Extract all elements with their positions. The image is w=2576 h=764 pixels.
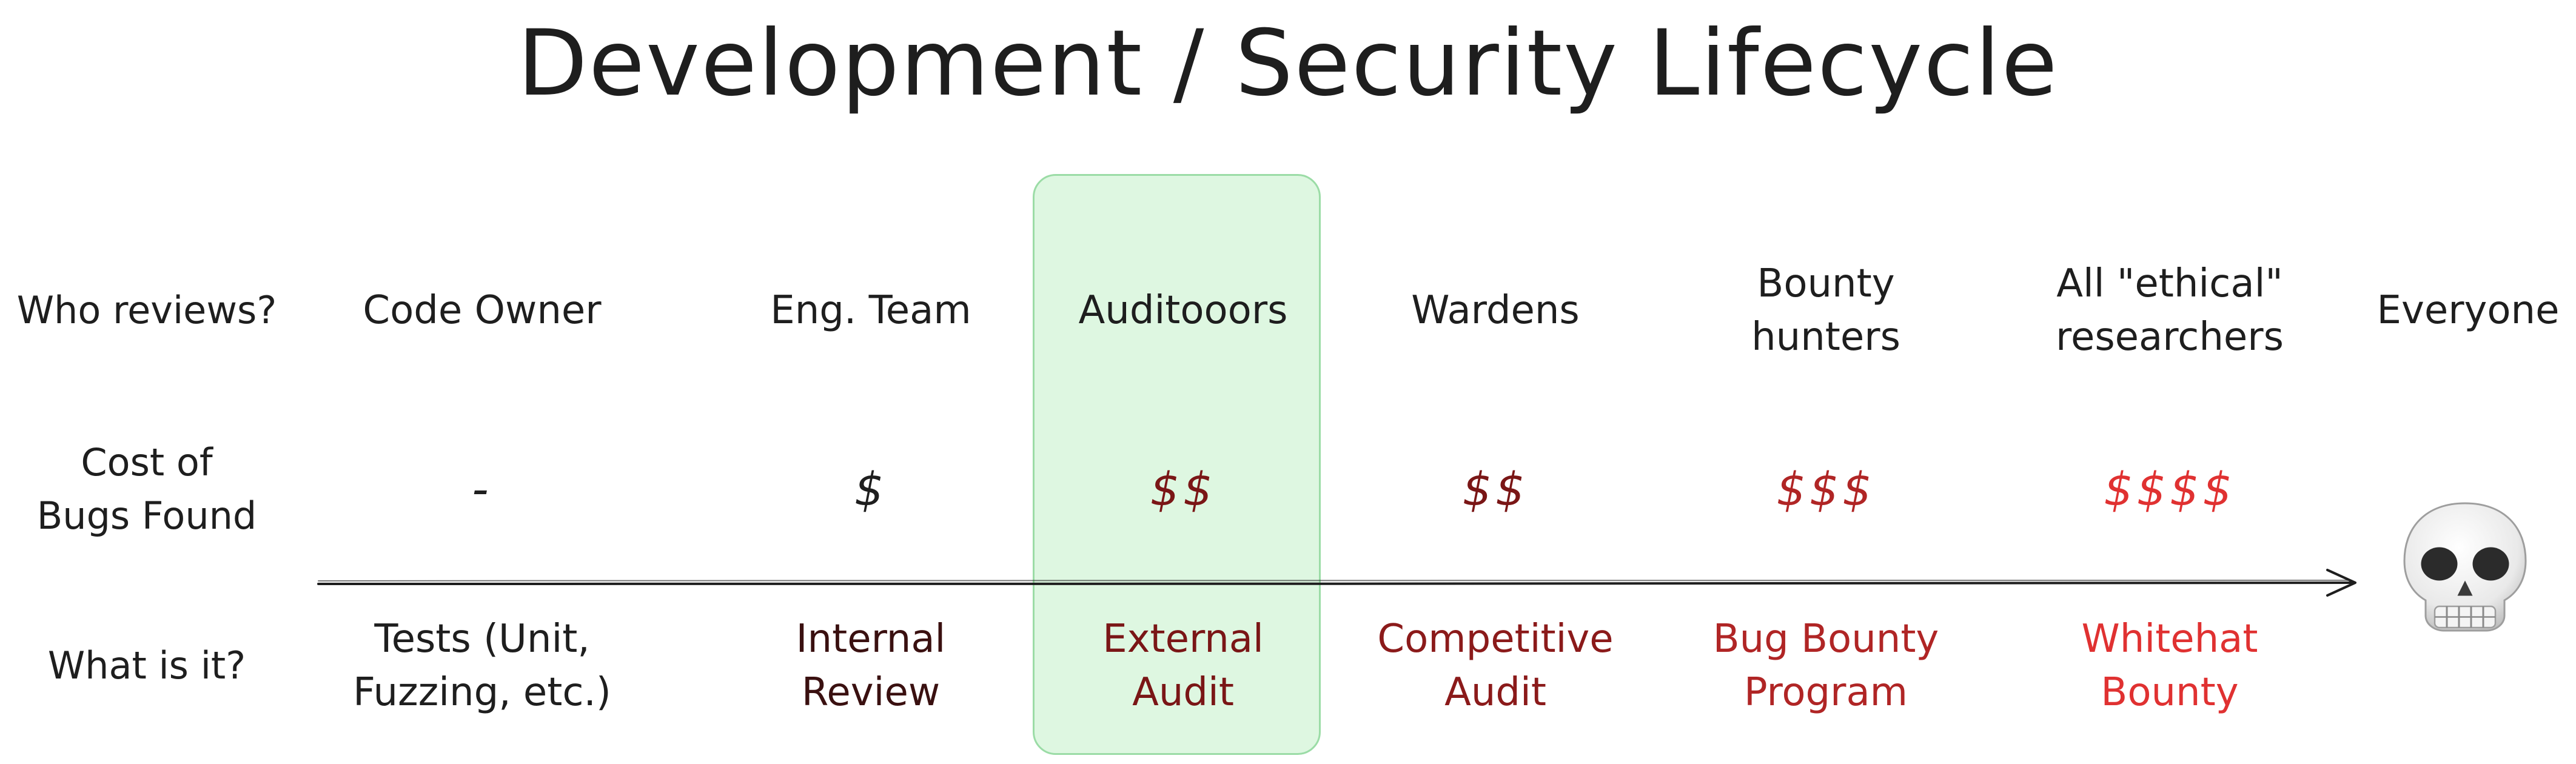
- stage-4-what: Competitive Audit: [1377, 612, 1613, 719]
- stage-5-reviewer-line2: hunters: [1751, 315, 1900, 360]
- stage-3-reviewer: Auditooors: [1078, 288, 1288, 333]
- stage-5-what: Bug Bounty Program: [1713, 612, 1939, 719]
- stage-5-what-line1: Bug Bounty: [1712, 617, 1939, 662]
- row-label-who-reviews: Who reviews?: [16, 288, 277, 332]
- external-audit-highlight: [1033, 174, 1321, 755]
- stage-5-cost: $$$: [1776, 462, 1876, 516]
- stage-2-what-line1: Internal: [796, 617, 946, 662]
- stage-2-cost: $: [854, 462, 888, 516]
- stage-6-what-line2: Bounty: [2101, 670, 2239, 715]
- row-label-cost: Cost of Bugs Found: [37, 436, 257, 543]
- stage-1-reviewer: Code Owner: [363, 288, 602, 333]
- stage-6-reviewer: All "ethical" researchers: [2056, 257, 2284, 364]
- stage-1-cost: -: [472, 462, 492, 516]
- stage-1-what-line1: Tests (Unit,: [374, 617, 590, 662]
- stage-3-what-line1: External: [1102, 617, 1264, 662]
- diagram-title: Development / Security Lifecycle: [517, 11, 2059, 116]
- stage-3-what: External Audit: [1102, 612, 1264, 719]
- skull-icon: [2403, 502, 2527, 632]
- stage-6-what-line1: Whitehat: [2081, 617, 2258, 662]
- stage-5-reviewer: Bounty hunters: [1751, 257, 1900, 364]
- stage-5-what-line2: Program: [1743, 670, 1908, 715]
- stage-1-what-line2: Fuzzing, etc.): [353, 670, 611, 715]
- stage-2-reviewer: Eng. Team: [770, 288, 971, 333]
- stage-6-reviewer-line2: researchers: [2056, 315, 2284, 360]
- stage-6-reviewer-line1: All "ethical": [2056, 261, 2283, 306]
- stage-1-what: Tests (Unit, Fuzzing, etc.): [353, 612, 611, 719]
- stage-4-reviewer: Wardens: [1411, 288, 1580, 333]
- row-label-cost-line1: Cost of: [81, 440, 213, 484]
- stage-3-what-line2: Audit: [1132, 670, 1234, 715]
- row-label-cost-line2: Bugs Found: [36, 494, 257, 538]
- stage-5-reviewer-line1: Bounty: [1757, 261, 1895, 306]
- stage-2-what: Internal Review: [796, 612, 946, 719]
- stage-6-cost: $$$$: [2104, 462, 2236, 516]
- stage-7-reviewer: Everyone: [2376, 288, 2560, 333]
- stage-6-what: Whitehat Bounty: [2082, 612, 2258, 719]
- stage-4-what-line2: Audit: [1444, 670, 1546, 715]
- stage-2-what-line2: Review: [801, 670, 941, 715]
- stage-4-what-line1: Competitive: [1377, 617, 1614, 662]
- stage-3-cost: $$: [1150, 462, 1216, 516]
- row-label-what-is-it: What is it?: [47, 643, 246, 688]
- stage-4-cost: $$: [1462, 462, 1529, 516]
